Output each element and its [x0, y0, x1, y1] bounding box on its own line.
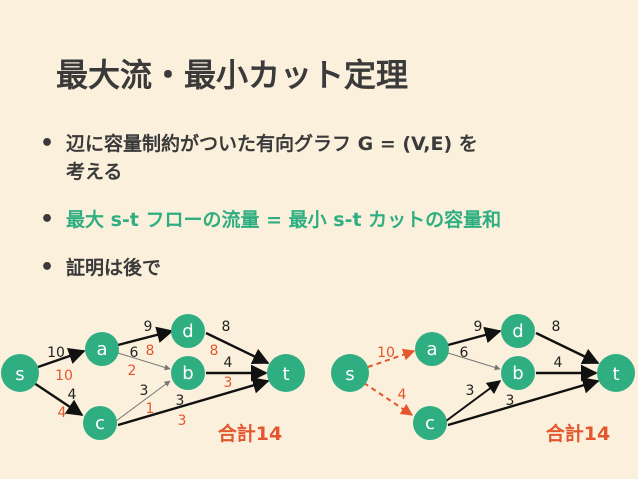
node-a	[415, 332, 449, 366]
cut-edge-s-a	[367, 348, 416, 368]
capacity-label-c-b: 3	[140, 383, 149, 399]
edge-a-b	[117, 352, 171, 371]
node-label-c: c	[95, 413, 105, 434]
capacity-label-b-t: 4	[554, 355, 563, 371]
edge-d-t	[535, 331, 600, 365]
node-s	[1, 354, 39, 392]
node-label-t: t	[282, 364, 289, 385]
node-s	[331, 354, 369, 392]
bullet-marker: •	[40, 255, 55, 280]
capacity-label-b-t: 4	[224, 355, 233, 371]
edge-c-t	[447, 377, 600, 427]
capacity-label-c-b: 3	[466, 383, 475, 399]
edge-d-t	[205, 331, 270, 365]
capacity-label-d-t: 8	[222, 319, 231, 335]
node-d	[171, 314, 205, 348]
cut-capacity-label-s-c: 4	[398, 387, 407, 403]
flow-label-c-t: 3	[178, 413, 187, 429]
bullet-item-proof: • 証明は後で	[38, 254, 618, 282]
capacity-label-a-b: 6	[130, 345, 139, 361]
node-label-b: b	[512, 363, 523, 384]
capacity-label-a-b: 6	[460, 345, 469, 361]
bullet-item-theorem: • 最大 s-t フローの流量 = 最小 s-t カットの容量和	[38, 206, 618, 234]
edge-c-t	[117, 377, 270, 427]
edge-a-d	[447, 326, 502, 347]
bullet-list: • 辺に容量制約がついた有向グラフ G = (V,E) を 考える • 最大 s…	[38, 130, 618, 302]
flow-label-s-a: 10	[55, 368, 73, 384]
node-b	[501, 356, 535, 390]
node-b	[171, 356, 205, 390]
node-label-b: b	[182, 363, 193, 384]
flow-graph: s a c d b t 10 4 9 6 3 8 4 3 10 4 8 2 1 …	[1, 314, 305, 445]
edge-s-a	[37, 348, 86, 369]
edge-a-b	[447, 352, 501, 371]
total-cut-label: 合計14	[546, 422, 610, 445]
capacity-label-c-t: 3	[176, 393, 185, 409]
page-title: 最大流・最小カット定理	[56, 56, 409, 94]
flow-label-d-t: 8	[210, 343, 219, 359]
bullet-text-line2: 考える	[66, 161, 123, 183]
node-label-d: d	[512, 321, 523, 342]
flow-label-b-t: 3	[224, 375, 233, 391]
bullet-text: 証明は後で	[66, 257, 162, 279]
node-label-a: a	[426, 339, 437, 360]
flow-label-c-b: 1	[146, 401, 155, 417]
node-label-a: a	[96, 339, 107, 360]
flow-label-s-c: 4	[58, 405, 67, 421]
flow-diagrams: s a c d b t 10 4 9 6 3 8 4 3 10 4 8 2 1 …	[1, 314, 635, 445]
capacity-label-s-c: 4	[68, 387, 77, 403]
bullet-marker: •	[40, 207, 55, 232]
bullet-text: 最大 s-t フローの流量 = 最小 s-t カットの容量和	[66, 209, 502, 231]
capacity-label-s-a: 10	[47, 345, 65, 361]
flow-label-a-b: 2	[128, 363, 137, 379]
capacity-label-c-t: 3	[506, 393, 515, 409]
cut-graph: s a c d b t 10 4 9 6 3 8 4 3 合計14	[331, 314, 635, 445]
edge-a-d	[117, 326, 174, 347]
edge-c-b	[445, 380, 502, 422]
cut-edge-s-c	[363, 382, 413, 416]
node-t	[267, 354, 305, 392]
edge-c-b	[115, 380, 171, 422]
node-label-t: t	[612, 364, 619, 385]
node-c	[83, 406, 117, 440]
node-t	[597, 354, 635, 392]
capacity-label-a-d: 9	[474, 319, 483, 335]
total-flow-label: 合計14	[218, 422, 282, 445]
node-label-s: s	[15, 364, 24, 385]
bullet-text-line1: 辺に容量制約がついた有向グラフ G = (V,E) を	[66, 133, 478, 155]
capacity-label-a-d: 9	[144, 319, 153, 335]
edge-s-c	[33, 382, 84, 416]
flow-label-a-d: 8	[146, 343, 155, 359]
node-label-d: d	[182, 321, 193, 342]
node-a	[85, 332, 119, 366]
cut-capacity-label-s-a: 10	[377, 345, 395, 361]
bullet-marker: •	[40, 131, 55, 156]
node-c	[413, 406, 447, 440]
node-label-s: s	[345, 364, 354, 385]
node-d	[501, 314, 535, 348]
bullet-item-graph: • 辺に容量制約がついた有向グラフ G = (V,E) を 考える	[38, 130, 618, 186]
capacity-label-d-t: 8	[552, 319, 561, 335]
node-label-c: c	[425, 413, 435, 434]
